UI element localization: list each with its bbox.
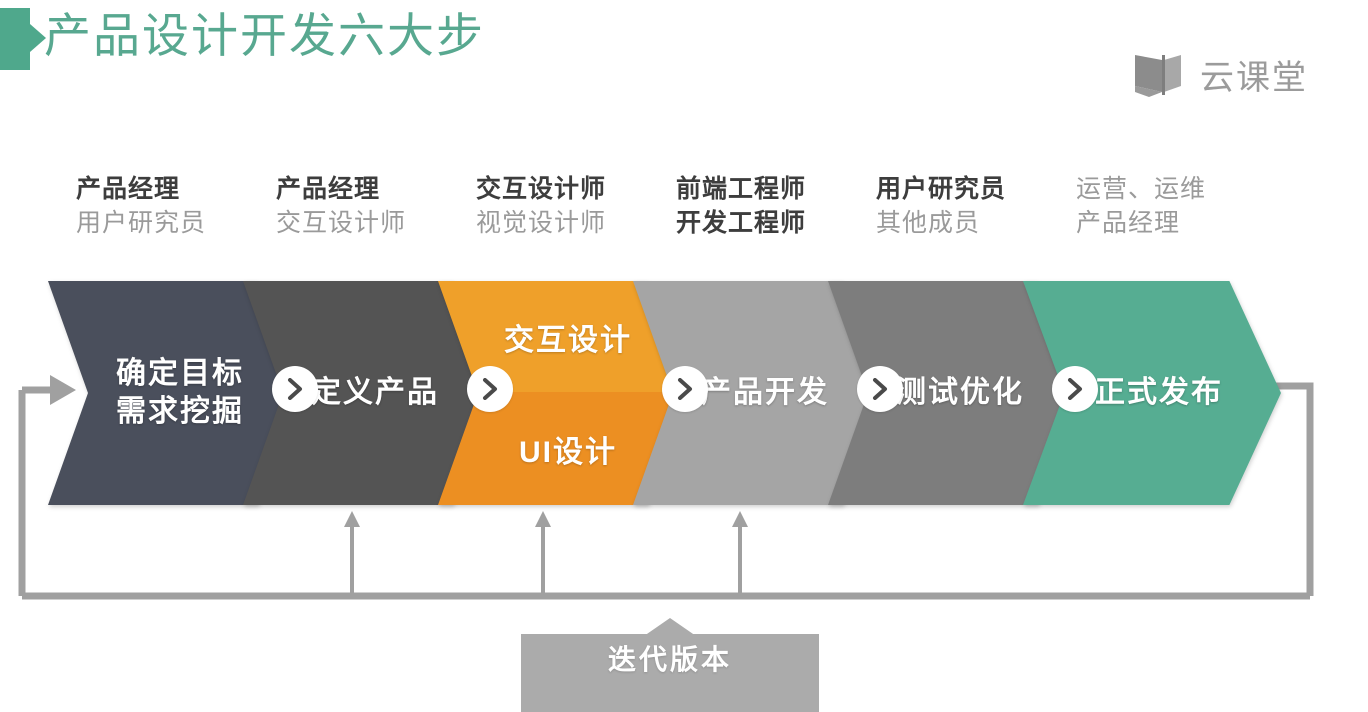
process-step-4-label: 产品开发 — [701, 376, 829, 409]
iteration-box-notch — [644, 618, 696, 636]
role-primary-5: 用户研究员 — [876, 175, 1007, 203]
iteration-label: 迭代版本 — [607, 644, 732, 675]
connector-badge-2[interactable] — [467, 366, 513, 412]
feedback-riser-arrows — [344, 511, 748, 596]
connector-badge-3[interactable] — [662, 366, 708, 412]
process-step-3-line-1: 交互设计 — [504, 324, 632, 357]
role-column-6: 运营、运维 产品经理 — [1076, 172, 1206, 240]
role-primary-4: 前端工程师 — [676, 175, 807, 203]
role-column-5: 用户研究员 其他成员 — [876, 172, 1006, 240]
connector-badge-5[interactable] — [1052, 366, 1098, 412]
role-secondary-5: 其他成员 — [876, 209, 981, 237]
process-step-1-label: 确定目标 需求挖掘 — [48, 355, 298, 431]
brand-name: 云课堂 — [1200, 59, 1308, 97]
chevron-right-icon — [481, 378, 499, 400]
process-step-2-label: 定义产品 — [311, 376, 439, 409]
brand-logo: 云课堂 — [1132, 50, 1308, 99]
role-primary-2: 产品经理 — [276, 175, 381, 203]
role-column-2: 产品经理 交互设计师 — [276, 172, 406, 240]
role-secondary-4: 开发工程师 — [676, 209, 807, 237]
process-step-6-label: 正式发布 — [1095, 376, 1223, 409]
role-column-4: 前端工程师 开发工程师 — [676, 172, 806, 240]
process-step-3-label: 交互设计 UI设计 — [438, 281, 688, 505]
process-step-1-line-2: 需求挖掘 — [116, 395, 244, 428]
connector-badge-4[interactable] — [857, 366, 903, 412]
role-secondary-3: 视觉设计师 — [476, 209, 607, 237]
process-step-1-line-1: 确定目标 — [116, 357, 244, 390]
iteration-box[interactable]: 迭代版本 — [521, 634, 819, 712]
role-secondary-2: 交互设计师 — [276, 209, 407, 237]
chevron-right-icon — [871, 378, 889, 400]
role-primary-6: 运营、运维 — [1076, 175, 1207, 203]
role-labels-row: 产品经理 用户研究员 产品经理 交互设计师 交互设计师 视觉设计师 前端工程师 … — [0, 172, 1368, 252]
chevron-right-icon — [676, 378, 694, 400]
chevron-right-icon — [286, 378, 304, 400]
role-column-1: 产品经理 用户研究员 — [76, 172, 206, 240]
process-step-5[interactable]: 测试优化 — [828, 281, 1078, 505]
chevron-right-icon — [1066, 378, 1084, 400]
role-column-3: 交互设计师 视觉设计师 — [476, 172, 606, 240]
role-primary-1: 产品经理 — [76, 175, 181, 203]
process-step-3-line-2: UI设计 — [519, 436, 617, 469]
connector-badge-1[interactable] — [272, 366, 318, 412]
role-secondary-1: 用户研究员 — [76, 209, 207, 237]
process-step-5-label: 测试优化 — [896, 376, 1024, 409]
page-title: 产品设计开发六大步 — [44, 9, 485, 62]
process-flow: 确定目标 需求挖掘 定义产品 交互设计 UI设计 产品开发 测试优化 正式发布 — [0, 281, 1368, 505]
role-primary-3: 交互设计师 — [476, 175, 607, 203]
role-secondary-6: 产品经理 — [1076, 209, 1181, 237]
title-accent-marker — [0, 8, 46, 70]
book-screen-icon — [1132, 52, 1184, 98]
